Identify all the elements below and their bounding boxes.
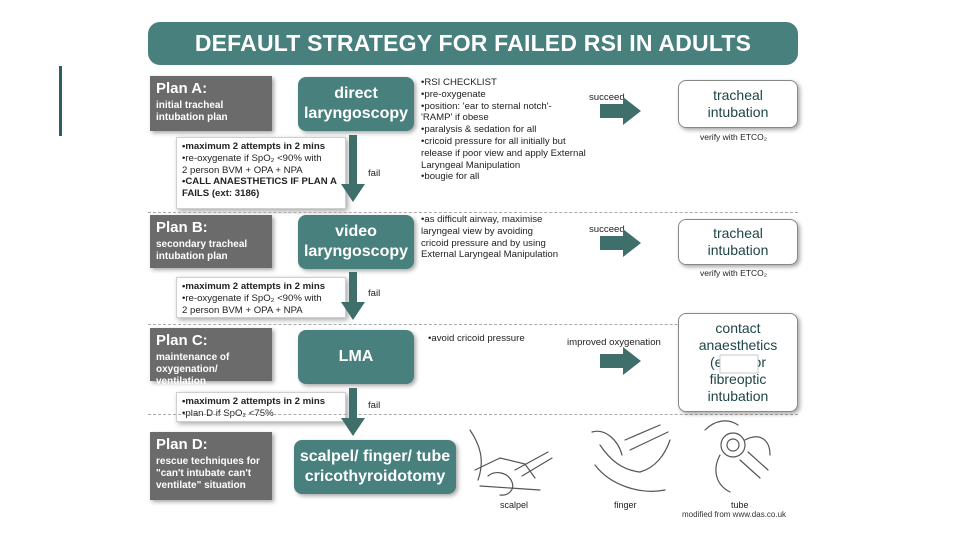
tool-label-tube: tube	[731, 500, 749, 510]
plan-c-title: Plan C:	[156, 332, 208, 349]
down-arrow-c	[341, 388, 365, 436]
scalpel-illustration	[469, 429, 553, 496]
source-credit: modified from www.das.co.uk	[682, 510, 787, 519]
tool-label-finger: finger	[614, 500, 637, 510]
plan-d-box: Plan D: rescue techniques for "can't int…	[150, 432, 272, 500]
separator-c-d	[148, 414, 798, 415]
outcome-c-line-1: contact	[715, 320, 761, 336]
right-arrow-c	[600, 347, 641, 375]
plan-a-checklist: •RSI CHECKLIST •pre-oxygenate •position:…	[421, 77, 586, 183]
outcome-b-line-2: intubation	[707, 242, 769, 258]
slide-accent-bar	[59, 66, 62, 136]
outcome-c-line-4: fibreoptic	[709, 371, 767, 387]
plan-b-attempts-text: •re-oxygenate if SpO₂ <90% with 2 person…	[182, 292, 322, 316]
outcome-a-line-1: tracheal	[713, 87, 763, 103]
diagram-title: DEFAULT STRATEGY FOR FAILED RSI IN ADULT…	[148, 22, 798, 65]
plan-d-title: Plan D:	[156, 436, 208, 453]
outcome-b-line-1: tracheal	[713, 225, 763, 241]
improved-oxygenation-label: improved oxygenation	[567, 337, 661, 348]
plan-a-attempts-text: •re-oxygenate if SpO₂ <90% with 2 person…	[182, 152, 322, 176]
tube-illustration	[704, 420, 771, 493]
verify-etco2-a: verify with ETCO₂	[700, 132, 768, 142]
plan-a-attempts-heading: •maximum 2 attempts in 2 mins	[182, 141, 326, 152]
plan-b-subtitle: secondary tracheal intubation plan	[156, 239, 248, 262]
finger-illustration	[591, 424, 671, 492]
redacted-extension	[719, 354, 759, 374]
plan-d-subtitle: rescue techniques for "can't intubate ca…	[156, 456, 260, 491]
plan-c-notes: •avoid cricoid pressure	[428, 333, 525, 344]
right-arrow-b	[600, 229, 641, 257]
verify-etco2-b: verify with ETCO₂	[700, 268, 768, 278]
plan-a-call-anaesthetics: •CALL ANAESTHETICS IF PLAN A FAILS (ext:…	[182, 176, 337, 200]
plan-a-attempts-box: •maximum 2 attempts in 2 mins •re-oxygen…	[176, 137, 346, 209]
plan-b-attempts-box: •maximum 2 attempts in 2 mins •re-oxygen…	[176, 277, 346, 318]
plan-b-box: Plan B: secondary tracheal intubation pl…	[150, 215, 272, 268]
plan-c-box: Plan C: maintenance of oxygenation/ vent…	[150, 328, 272, 387]
separator-b-c	[148, 324, 798, 325]
separator-a-b	[148, 212, 798, 213]
plan-b-notes: •as difficult airway, maximise laryngeal…	[421, 214, 559, 261]
plan-c-subtitle: maintenance of oxygenation/ ventilation	[156, 352, 230, 387]
right-arrows	[600, 97, 641, 375]
video-laryngoscopy-box: video laryngoscopy	[298, 215, 414, 269]
down-arrow-b	[341, 272, 365, 320]
direct-laryngoscopy-box: direct laryngoscopy	[298, 77, 414, 131]
right-arrow-a	[600, 97, 641, 125]
plan-a-subtitle: initial tracheal intubation plan	[156, 100, 228, 123]
plan-a-box: Plan A: initial tracheal intubation plan	[150, 76, 272, 131]
plan-b-attempts-heading: •maximum 2 attempts in 2 mins	[182, 281, 326, 292]
outcome-c-line-5: intubation	[707, 388, 769, 404]
fail-label-b: fail	[368, 288, 381, 299]
plan-b-title: Plan B:	[156, 219, 208, 236]
cricothyroidotomy-box: scalpel/ finger/ tube cricothyroidotomy	[294, 440, 456, 494]
plan-a-title: Plan A:	[156, 80, 208, 97]
succeed-label-b: succeed	[589, 224, 625, 235]
plan-c-attempts-heading: •maximum 2 attempts in 2 mins	[182, 396, 326, 407]
fail-label-a: fail	[368, 168, 381, 179]
succeed-label-a: succeed	[589, 92, 625, 103]
lma-box: LMA	[298, 330, 414, 384]
fail-label-c: fail	[368, 400, 381, 411]
down-arrows	[341, 135, 365, 436]
outcome-c-line-2: anaesthetics	[698, 337, 778, 353]
tool-label-scalpel: scalpel	[500, 500, 529, 510]
plan-c-attempts-box: •maximum 2 attempts in 2 mins •plan D if…	[176, 392, 346, 422]
down-arrow-a	[341, 135, 365, 202]
outcome-a-line-2: intubation	[707, 104, 769, 120]
plan-c-attempts-text: •plan D if SpO₂ <75%	[182, 407, 274, 419]
